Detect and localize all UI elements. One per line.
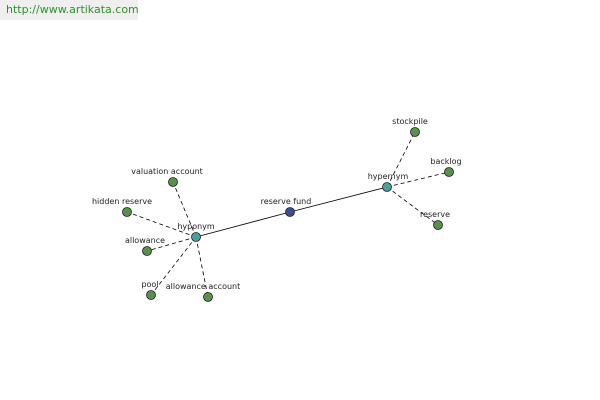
label-stockpile[interactable]: stockpile [392, 117, 428, 126]
label-backlog[interactable]: backlog [430, 157, 461, 166]
label-hypernym[interactable]: hypernym [368, 172, 409, 181]
edge-hyponym-valuation-account [172, 181, 197, 238]
edge-reserve-fund-hypernym [289, 186, 388, 213]
node-hyponym[interactable] [191, 232, 201, 242]
label-allowance-account[interactable]: allowance account [166, 282, 241, 291]
label-reserve[interactable]: reserve [420, 210, 450, 219]
label-allowance[interactable]: allowance [125, 236, 165, 245]
site-watermark: http://www.artikata.com [0, 0, 139, 20]
graph-edges [126, 131, 450, 298]
edge-hyponym-pool [150, 236, 197, 296]
edge-hyponym-allowance-account [195, 236, 209, 298]
node-backlog[interactable] [444, 167, 454, 177]
node-stockpile[interactable] [410, 127, 420, 137]
label-reserve-fund[interactable]: reserve fund [261, 197, 312, 206]
edge-hyponym-hidden-reserve [126, 211, 197, 238]
edge-hypernym-backlog [386, 171, 450, 188]
edge-hypernym-stockpile [386, 131, 416, 188]
node-reserve[interactable] [433, 220, 443, 230]
node-allowance[interactable] [142, 246, 152, 256]
node-reserve-fund[interactable] [285, 207, 295, 217]
label-hidden-reserve[interactable]: hidden reserve [92, 197, 152, 206]
node-allowance-account[interactable] [203, 292, 213, 302]
node-valuation-account[interactable] [168, 177, 178, 187]
edge-reserve-fund-hyponym [195, 211, 291, 238]
label-pool[interactable]: pool [141, 280, 158, 289]
graph-nodes [122, 127, 454, 302]
label-hyponym[interactable]: hyponym [177, 222, 215, 231]
node-pool[interactable] [146, 290, 156, 300]
graph-labels: reserve fund hyponym hypernym valuation acc… [92, 117, 462, 291]
edge-hyponym-allowance [146, 236, 197, 252]
label-valuation-account[interactable]: valuation account [131, 167, 203, 176]
edge-hypernym-reserve [386, 186, 439, 226]
node-hidden-reserve[interactable] [122, 207, 132, 217]
node-hypernym[interactable] [382, 182, 392, 192]
